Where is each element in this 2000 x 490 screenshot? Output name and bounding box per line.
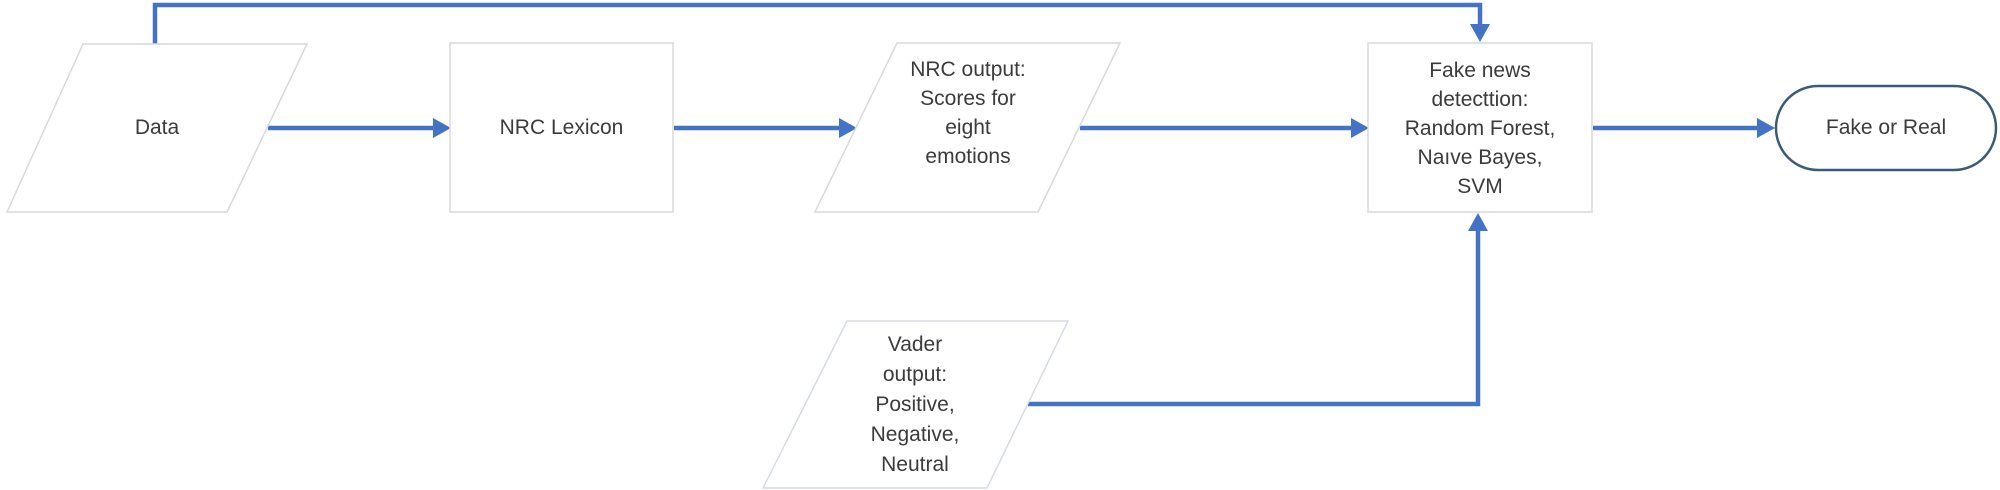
connector-vader-to-detection — [1028, 230, 1481, 407]
arrowhead-up-into-detection — [1468, 213, 1488, 231]
vader-output-parallelogram-shape — [761, 320, 1070, 489]
nrc-lexicon-rect-shape — [449, 42, 674, 213]
connector-data-to-detection-top — [152, 2, 1483, 44]
arrowhead-down-into-detection — [1470, 24, 1490, 42]
data-parallelogram-shape — [5, 43, 309, 213]
nrc-output-parallelogram-shape — [813, 42, 1122, 213]
result-terminator-shape — [1774, 84, 1998, 172]
arrowhead-into-detection-left — [1351, 118, 1369, 138]
arrowhead-into-nrc-lexicon — [433, 118, 451, 138]
fake-news-detection-rect-shape — [1367, 42, 1593, 213]
arrowhead-into-nrc-output — [839, 118, 857, 138]
arrowhead-into-result — [1757, 118, 1775, 138]
